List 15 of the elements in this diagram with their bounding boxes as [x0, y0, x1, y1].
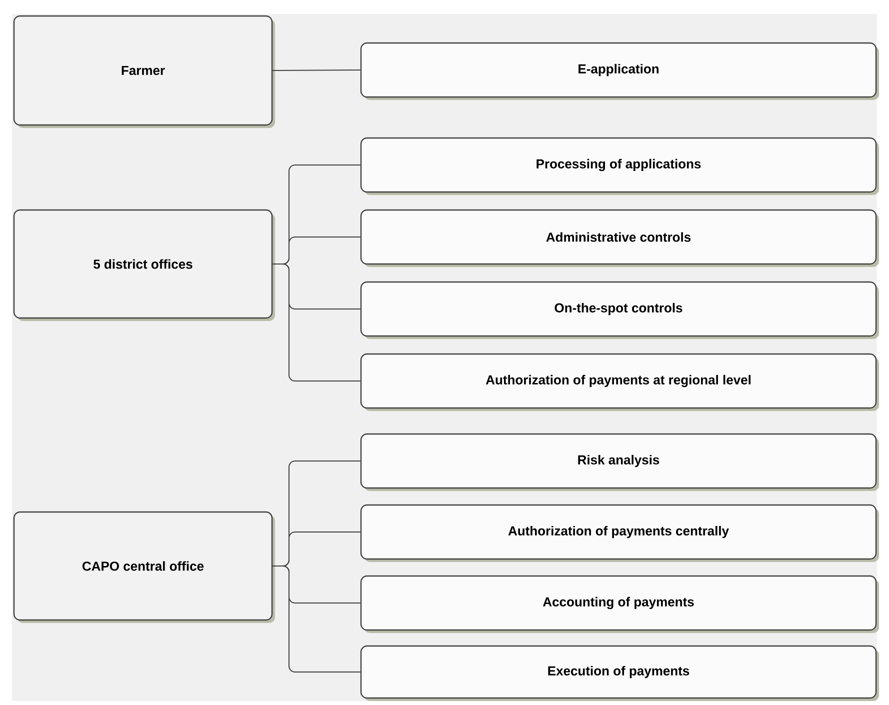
task-box: Administrative controls: [360, 209, 879, 267]
connector: [272, 264, 361, 382]
task-box: Accounting of payments: [360, 575, 879, 633]
task-box: Authorization of payments at regional level: [360, 353, 879, 411]
task-box: Execution of payments: [360, 645, 879, 701]
task-box: E-application: [360, 42, 879, 100]
task-box: Risk analysis: [360, 433, 879, 491]
connector: [272, 70, 361, 71]
task-box: Authorization of payments centrally: [360, 504, 879, 562]
task-box: On-the-spot controls: [360, 281, 879, 339]
connector: [272, 566, 361, 672]
office-box: CAPO central office: [13, 511, 275, 623]
task-box: Processing of applications: [360, 137, 879, 195]
office-box: 5 district offices: [13, 209, 275, 321]
office-box: Farmer: [13, 15, 275, 128]
